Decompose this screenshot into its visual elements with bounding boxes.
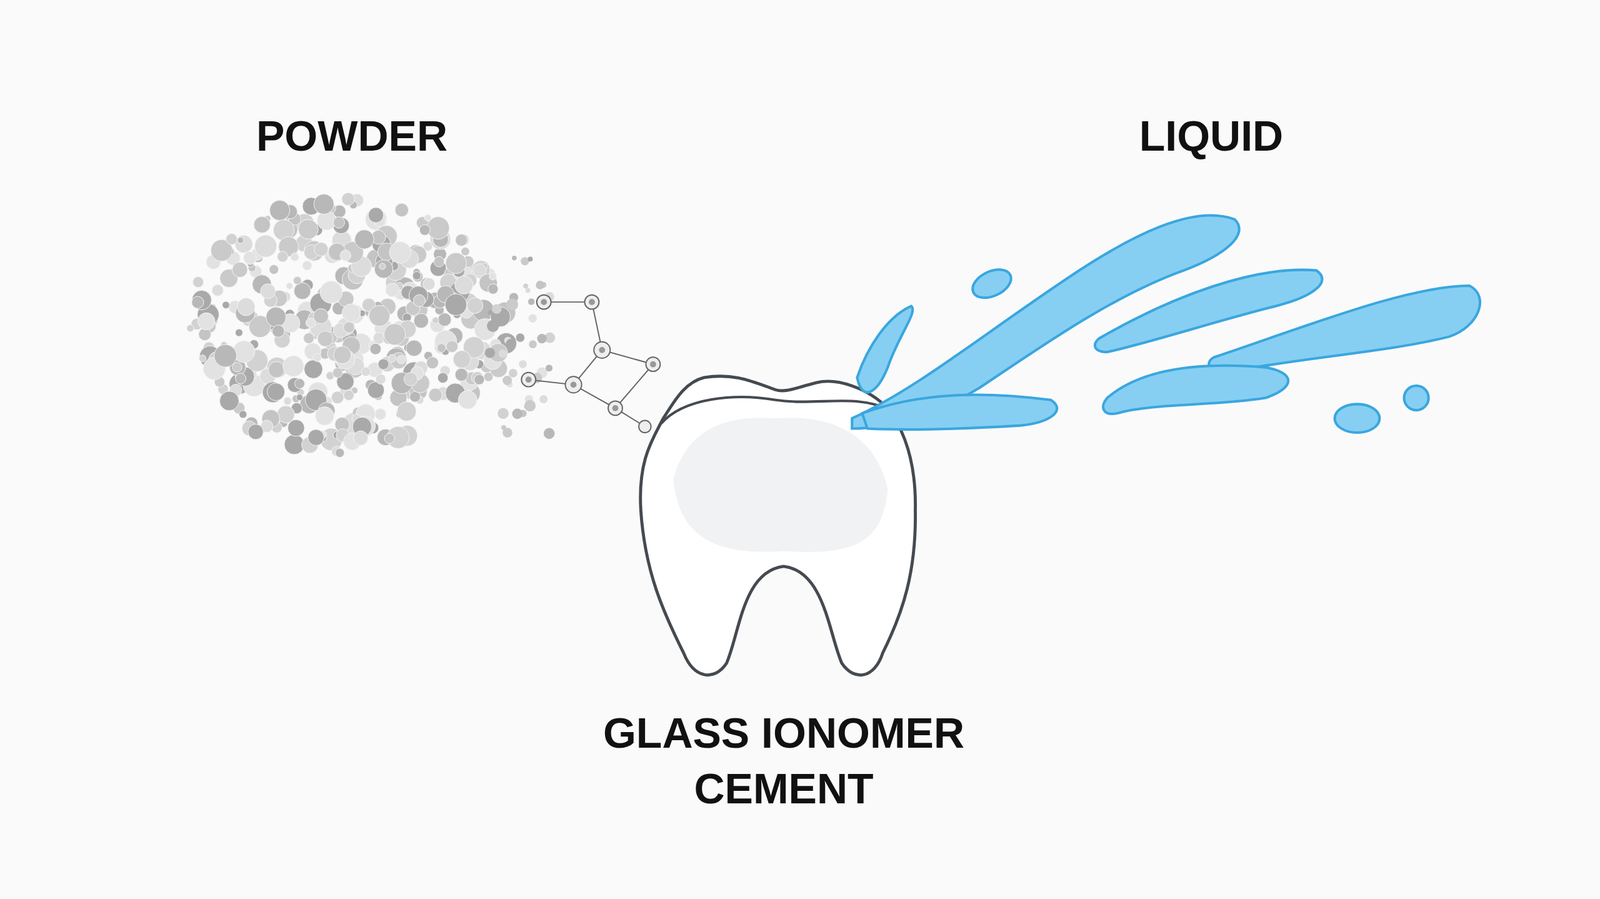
material-name: GLASS IONOMER CEMENT xyxy=(546,705,1022,817)
liquid-splash xyxy=(851,215,1480,434)
liquid-label: LIQUID xyxy=(1139,108,1284,164)
molecule-chain xyxy=(521,295,660,433)
powder-label: POWDER xyxy=(256,108,448,164)
powder-particles xyxy=(186,192,555,457)
